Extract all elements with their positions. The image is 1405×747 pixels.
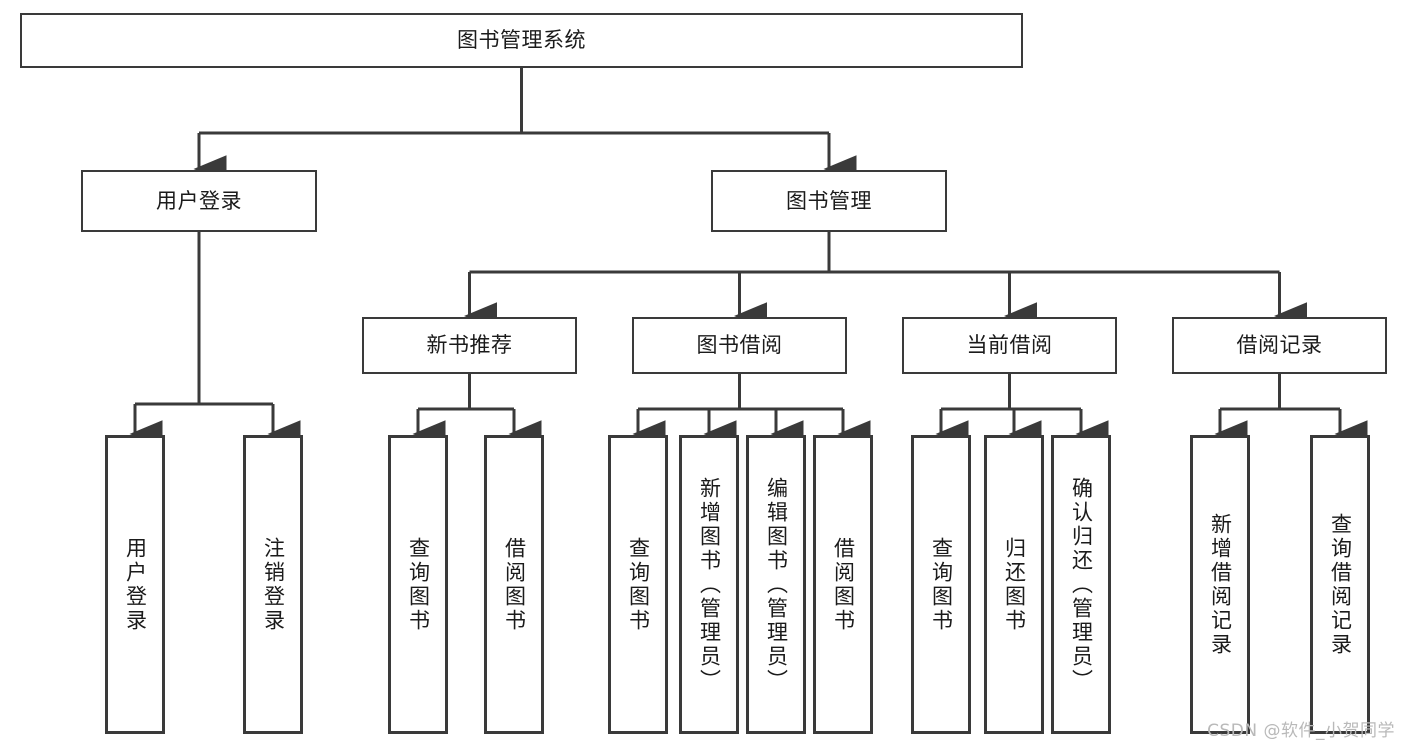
node-leaf-add-book-label: 新增图书（管理员） (697, 476, 722, 693)
node-leaf-query-book-3-label: 查询图书 (929, 536, 954, 633)
node-leaf-confirm-return-label: 确认归还（管理员） (1069, 476, 1094, 693)
node-book-manage[interactable]: 图书管理 (711, 170, 947, 232)
node-leaf-user-logout-label: 注销登录 (261, 536, 286, 633)
node-leaf-query-book-1-label: 查询图书 (406, 536, 431, 633)
node-leaf-borrow-book-2[interactable]: 借阅图书 (813, 435, 873, 734)
node-new-book-recommend[interactable]: 新书推荐 (362, 317, 577, 374)
node-leaf-edit-book-label: 编辑图书（管理员） (764, 476, 789, 693)
node-leaf-user-login[interactable]: 用户登录 (105, 435, 165, 734)
node-root-system-label: 图书管理系统 (457, 28, 586, 53)
node-leaf-query-record[interactable]: 查询借阅记录 (1310, 435, 1370, 734)
node-leaf-borrow-book-1[interactable]: 借阅图书 (484, 435, 544, 734)
node-book-borrow[interactable]: 图书借阅 (632, 317, 847, 374)
node-leaf-borrow-book-1-label: 借阅图书 (502, 536, 527, 633)
node-leaf-query-book-2[interactable]: 查询图书 (608, 435, 668, 734)
node-leaf-query-book-3[interactable]: 查询图书 (911, 435, 971, 734)
node-book-borrow-label: 图书借阅 (696, 333, 783, 358)
node-leaf-borrow-book-2-label: 借阅图书 (831, 536, 856, 633)
node-leaf-confirm-return[interactable]: 确认归还（管理员） (1051, 435, 1111, 734)
node-leaf-query-book-1[interactable]: 查询图书 (388, 435, 448, 734)
node-leaf-add-record[interactable]: 新增借阅记录 (1190, 435, 1250, 734)
node-leaf-add-record-label: 新增借阅记录 (1208, 512, 1233, 657)
node-leaf-edit-book[interactable]: 编辑图书（管理员） (746, 435, 806, 734)
node-new-book-recommend-label: 新书推荐 (426, 333, 513, 358)
node-leaf-return-book-label: 归还图书 (1002, 536, 1027, 633)
node-leaf-user-login-label: 用户登录 (123, 536, 148, 633)
node-borrow-record[interactable]: 借阅记录 (1172, 317, 1387, 374)
node-current-borrow[interactable]: 当前借阅 (902, 317, 1117, 374)
node-book-manage-label: 图书管理 (786, 188, 872, 213)
node-leaf-return-book[interactable]: 归还图书 (984, 435, 1044, 734)
node-leaf-query-book-2-label: 查询图书 (626, 536, 651, 633)
node-borrow-record-label: 借阅记录 (1236, 333, 1323, 358)
node-leaf-add-book[interactable]: 新增图书（管理员） (679, 435, 739, 734)
node-user-login[interactable]: 用户登录 (81, 170, 317, 232)
node-leaf-user-logout[interactable]: 注销登录 (243, 435, 303, 734)
node-leaf-query-record-label: 查询借阅记录 (1328, 512, 1353, 657)
node-user-login-label: 用户登录 (156, 188, 242, 213)
node-root-system[interactable]: 图书管理系统 (20, 13, 1023, 68)
node-current-borrow-label: 当前借阅 (966, 333, 1053, 358)
